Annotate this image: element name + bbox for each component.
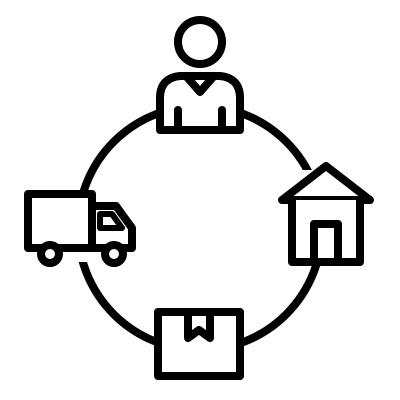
- package-box-icon: [154, 308, 244, 380]
- delivery-truck-icon: [24, 190, 136, 267]
- house-icon: [278, 162, 374, 266]
- user-icon: [156, 16, 244, 134]
